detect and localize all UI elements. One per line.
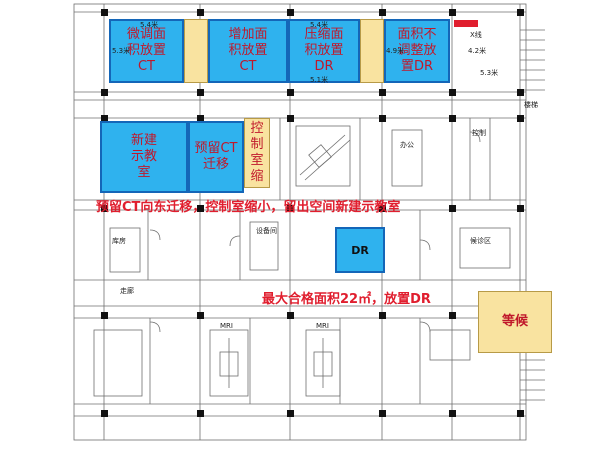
room-dr-center-label: DR	[351, 243, 369, 257]
stair-label: 楼梯	[524, 101, 538, 109]
room-ct-add: 增加面 积放置 CT	[208, 19, 288, 83]
room-new-classroom: 新建 示教 室	[100, 121, 188, 193]
room-yellow-2	[360, 19, 384, 83]
room-yellow-1	[184, 19, 208, 83]
dimension-label: 5.4米	[310, 21, 329, 29]
room-dr-keep: 面积不 调整放 置DR	[384, 19, 450, 83]
mri-label-1: MRI	[220, 322, 233, 330]
room-dr-keep-label: 面积不 调整放 置DR	[397, 26, 437, 75]
dimension-label: 5.3米	[112, 47, 131, 55]
room-ct-add-label: 增加面 积放置 CT	[228, 26, 268, 75]
room-new-classroom-label: 新建 示教 室	[130, 132, 157, 181]
office-label: 办公	[400, 141, 414, 149]
dimension-label: 5.3米	[480, 69, 499, 77]
dimension-label: 4.9米	[386, 47, 405, 55]
room-ct-adjust: 微调面 积放置 CT	[109, 19, 184, 83]
storage-room-label: 库房	[112, 237, 126, 245]
dimension-label: 5.1米	[310, 76, 329, 84]
room-reserved-ct: 预留CT 迁移	[188, 121, 244, 193]
waiting-area-label: 候诊区	[470, 237, 491, 245]
x-ray-label: X线	[470, 31, 482, 39]
room-ct-adjust-label: 微调面 积放置 CT	[126, 26, 166, 75]
equipment-room-label: 设备间	[256, 227, 277, 235]
room-dr-center: DR	[335, 227, 385, 273]
caption-migrate: 预留CT向东迁移，控制室缩小，留出空间新建示教室	[96, 200, 401, 215]
corridor-label: 走廊	[120, 287, 134, 295]
room-dr-compress-label: 压缩面 积放置 DR	[304, 26, 344, 75]
room-control-label: 控 制室 缩	[250, 120, 264, 185]
dimension-label: 5.4米	[140, 21, 159, 29]
mri-label-2: MRI	[316, 322, 329, 330]
dimension-label: 4.2米	[468, 47, 487, 55]
room-waiting-label: 等候	[501, 313, 528, 329]
room-waiting: 等候	[478, 291, 552, 353]
caption-max-area: 最大合格面积22㎡，放置DR	[262, 292, 431, 307]
room-control: 控 制室 缩	[244, 118, 270, 188]
control-label: 控制	[472, 129, 486, 137]
room-reserved-ct-label: 预留CT 迁移	[194, 140, 238, 172]
room-dr-compress: 压缩面 积放置 DR	[288, 19, 360, 83]
